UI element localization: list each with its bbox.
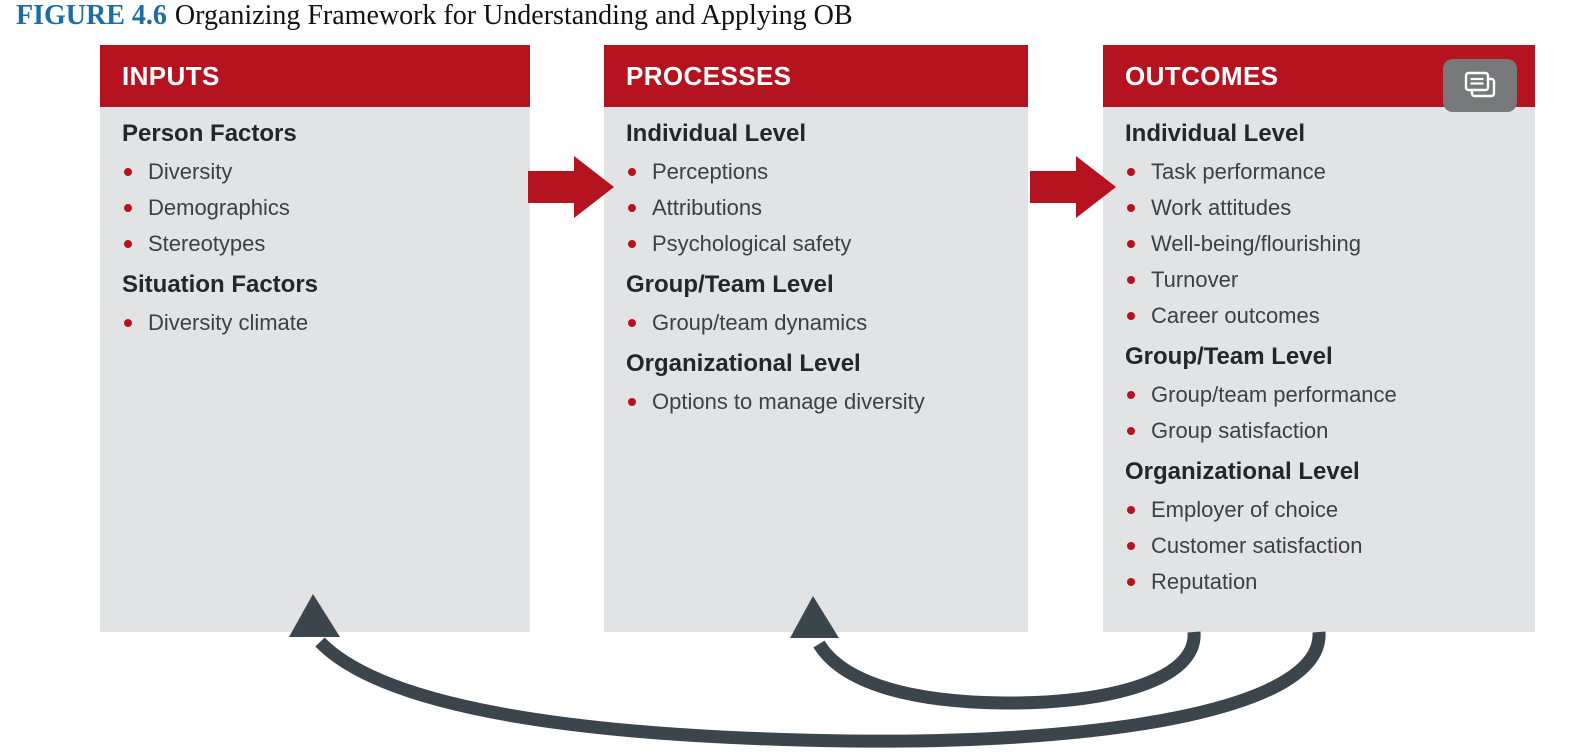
copy-figure-button[interactable] bbox=[1443, 59, 1517, 112]
list-item: Attributions bbox=[626, 190, 1020, 226]
section-heading-person-factors: Person Factors bbox=[122, 120, 297, 147]
section-heading-group-team-level: Group/Team Level bbox=[626, 271, 834, 298]
list-item: Stereotypes bbox=[122, 226, 522, 262]
section-heading-organizational-level: Organizational Level bbox=[1125, 458, 1360, 485]
outcomes-panel-title: OUTCOMES bbox=[1125, 61, 1279, 91]
bullet-icon bbox=[1127, 391, 1135, 399]
list-item-label: Options to manage diversity bbox=[652, 389, 925, 414]
list-item: Reputation bbox=[1125, 564, 1527, 600]
list-item-label: Customer satisfaction bbox=[1151, 533, 1363, 558]
list-item-label: Perceptions bbox=[652, 159, 769, 184]
list-item-label: Stereotypes bbox=[148, 231, 266, 256]
list-item-label: Turnover bbox=[1151, 267, 1239, 292]
list-item: Career outcomes bbox=[1125, 298, 1527, 334]
bullet-icon bbox=[628, 204, 636, 212]
flow-arrow-inputs-to-processes bbox=[528, 156, 614, 218]
processes-panel-title: PROCESSES bbox=[626, 61, 792, 91]
section-heading-group-team-level: Group/Team Level bbox=[1125, 343, 1333, 370]
bullet-icon bbox=[1127, 276, 1135, 284]
section-heading-situation-factors: Situation Factors bbox=[122, 271, 319, 298]
list-item: Customer satisfaction bbox=[1125, 528, 1527, 564]
list-item-label: Diversity climate bbox=[148, 310, 309, 335]
bullet-icon bbox=[1127, 427, 1135, 435]
bullet-icon bbox=[124, 204, 132, 212]
list-item: Group/team dynamics bbox=[626, 305, 1020, 341]
list-item-label: Task performance bbox=[1151, 159, 1326, 184]
bullet-icon bbox=[1127, 204, 1135, 212]
bullet-icon bbox=[124, 240, 132, 248]
bullet-icon bbox=[1127, 578, 1135, 586]
bullet-icon bbox=[124, 319, 132, 327]
list-item: Diversity bbox=[122, 154, 522, 190]
list-item: Psychological safety bbox=[626, 226, 1020, 262]
list-item: Well-being/flourishing bbox=[1125, 226, 1527, 262]
inputs-panel-title: INPUTS bbox=[122, 61, 220, 91]
list-item-label: Attributions bbox=[652, 195, 763, 220]
list-item: Diversity climate bbox=[122, 305, 522, 341]
list-item-label: Diversity bbox=[148, 159, 233, 184]
list-item-label: Reputation bbox=[1151, 569, 1258, 594]
bullet-icon bbox=[1127, 312, 1135, 320]
bullet-icon bbox=[1127, 240, 1135, 248]
bullet-icon bbox=[1127, 542, 1135, 550]
processes-panel-header: PROCESSES bbox=[604, 45, 1028, 107]
inputs-panel: INPUTS Person Factors Diversity Demograp… bbox=[100, 45, 530, 632]
list-item-label: Employer of choice bbox=[1151, 497, 1339, 522]
list-item-label: Group/team dynamics bbox=[652, 310, 868, 335]
list-item: Group satisfaction bbox=[1125, 413, 1527, 449]
section-heading-organizational-level: Organizational Level bbox=[626, 350, 861, 377]
processes-panel-body: Individual Level Perceptions Attribution… bbox=[604, 107, 1028, 632]
bullet-icon bbox=[1127, 168, 1135, 176]
figure-caption-text: Organizing Framework for Understanding a… bbox=[174, 0, 853, 31]
bullet-icon bbox=[124, 168, 132, 176]
list-item-label: Well-being/flourishing bbox=[1151, 231, 1361, 256]
outcomes-panel: OUTCOMES Individual Level Task performan… bbox=[1103, 45, 1535, 632]
inputs-panel-header: INPUTS bbox=[100, 45, 530, 107]
list-item: Work attitudes bbox=[1125, 190, 1527, 226]
processes-panel: PROCESSES Individual Level Perceptions A… bbox=[604, 45, 1028, 632]
bullet-icon bbox=[628, 240, 636, 248]
list-item-label: Group/team performance bbox=[1151, 382, 1397, 407]
outcomes-panel-body: Individual Level Task performance Work a… bbox=[1103, 107, 1535, 632]
list-item: Task performance bbox=[1125, 154, 1527, 190]
list-item-label: Group satisfaction bbox=[1151, 418, 1329, 443]
list-item: Turnover bbox=[1125, 262, 1527, 298]
list-item: Options to manage diversity bbox=[626, 384, 1020, 420]
list-item: Employer of choice bbox=[1125, 492, 1527, 528]
list-item-label: Work attitudes bbox=[1151, 195, 1292, 220]
list-item: Perceptions bbox=[626, 154, 1020, 190]
bullet-icon bbox=[1127, 506, 1135, 514]
bullet-icon bbox=[628, 319, 636, 327]
list-item: Group/team performance bbox=[1125, 377, 1527, 413]
list-item-label: Psychological safety bbox=[652, 231, 852, 256]
bullet-icon bbox=[628, 168, 636, 176]
list-item-label: Demographics bbox=[148, 195, 290, 220]
figure-number: FIGURE 4.6 bbox=[16, 0, 167, 31]
copy-pages-icon bbox=[1464, 71, 1496, 97]
section-heading-individual-level: Individual Level bbox=[626, 120, 807, 147]
list-item-label: Career outcomes bbox=[1151, 303, 1320, 328]
section-heading-individual-level: Individual Level bbox=[1125, 120, 1306, 147]
inputs-panel-body: Person Factors Diversity Demographics St… bbox=[100, 107, 530, 632]
bullet-icon bbox=[628, 398, 636, 406]
list-item: Demographics bbox=[122, 190, 522, 226]
